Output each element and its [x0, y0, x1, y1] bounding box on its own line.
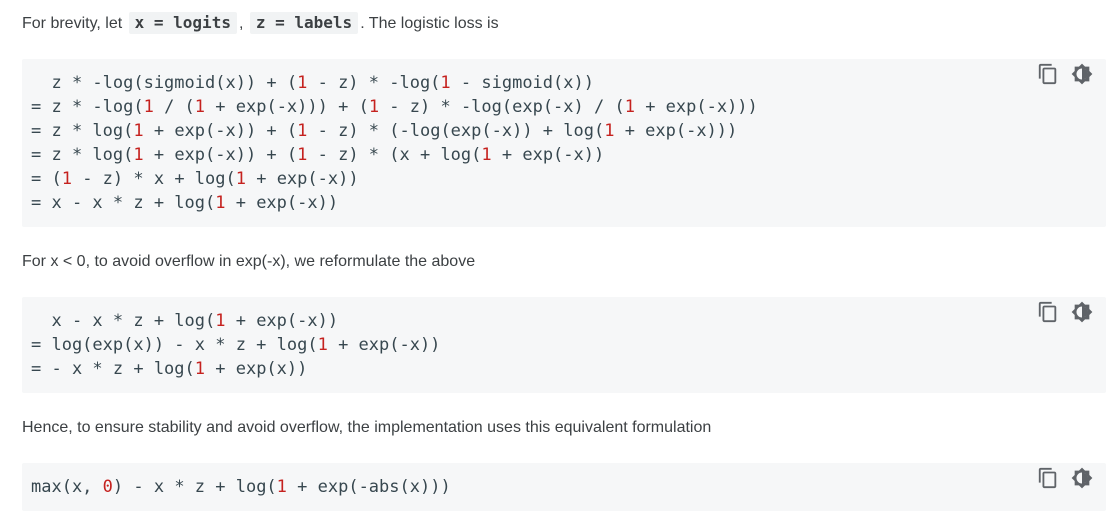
code-content: z * -log(sigmoid(x)) + (1 - z) * -log(1 …: [31, 73, 758, 213]
code-block-reformulation: x - x * z + log(1 + exp(-x)) = log(exp(x…: [22, 297, 1106, 393]
copy-code-button[interactable]: [1037, 467, 1059, 489]
code-actions: [1037, 467, 1093, 489]
intro-paragraph: For brevity, let x = logits, z = labels.…: [22, 12, 1106, 34]
inline-code-logits: x = logits: [128, 12, 237, 34]
code-content: max(x, 0) - x * z + log(1 + exp(-abs(x))…: [31, 477, 451, 497]
intro-suffix: . The logistic loss is: [360, 15, 499, 32]
code-content: x - x * z + log(1 + exp(-x)) = log(exp(x…: [31, 311, 441, 379]
copy-icon: [1038, 301, 1057, 323]
inline-code-labels: z = labels: [249, 12, 359, 34]
copy-code-button[interactable]: [1037, 301, 1059, 323]
reformulate-paragraph: For x < 0, to avoid overflow in exp(-x),…: [22, 253, 476, 270]
copy-code-button[interactable]: [1037, 63, 1059, 85]
dark-light-code-toggle-icon: [1071, 467, 1093, 489]
code-actions: [1037, 63, 1093, 85]
dark-light-code-toggle-icon: [1071, 301, 1093, 323]
code-block-stable-formulation: max(x, 0) - x * z + log(1 + exp(-abs(x))…: [22, 463, 1106, 511]
copy-icon: [1038, 467, 1057, 489]
conclusion-paragraph: Hence, to ensure stability and avoid ove…: [22, 419, 712, 436]
code-block-derivation: z * -log(sigmoid(x)) + (1 - z) * -log(1 …: [22, 59, 1106, 227]
dark-code-toggle-button[interactable]: [1071, 63, 1093, 85]
dark-code-toggle-button[interactable]: [1071, 467, 1093, 489]
article-content: For brevity, let x = logits, z = labels.…: [22, 12, 1106, 511]
intro-separator: ,: [238, 15, 244, 32]
intro-prefix: For brevity, let: [22, 15, 123, 32]
code-actions: [1037, 301, 1093, 323]
dark-code-toggle-button[interactable]: [1071, 301, 1093, 323]
copy-icon: [1038, 63, 1057, 85]
dark-light-code-toggle-icon: [1071, 63, 1093, 85]
